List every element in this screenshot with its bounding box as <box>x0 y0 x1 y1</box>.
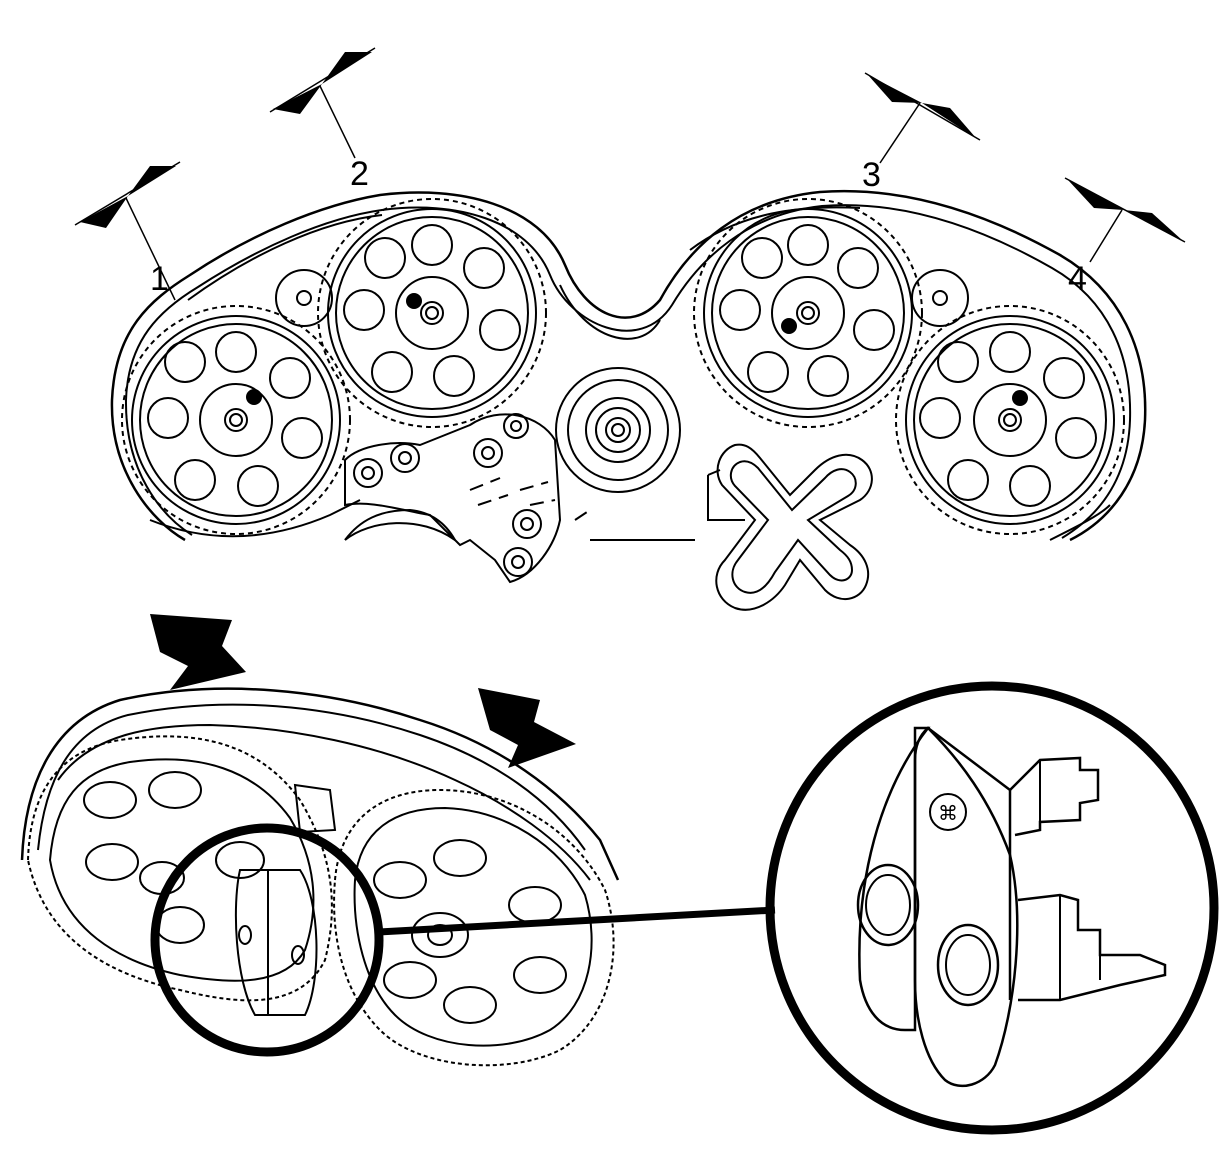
callout-label-2: 2 <box>350 155 369 193</box>
crank-sprocket-partial <box>344 508 456 541</box>
direction-arrow-right <box>478 688 576 768</box>
tensioner-bracket <box>344 413 695 584</box>
cam-sprocket-4 <box>895 305 1125 535</box>
detail-callout-small <box>150 823 384 1057</box>
detail-callout-large <box>765 681 1219 1135</box>
callout-3: 3 <box>862 72 981 194</box>
left-gear-teeth <box>26 735 333 1002</box>
detail-connector <box>377 906 776 936</box>
camshaft <box>293 783 337 834</box>
tool-logo <box>929 793 967 831</box>
cam-sprocket-1 <box>121 305 351 535</box>
right-gear-holes <box>373 839 567 1024</box>
left-gear-holes <box>83 771 265 944</box>
timing-mark-dot-2 <box>406 293 422 309</box>
callout-label-3: 3 <box>862 156 881 194</box>
cam-sprocket-3 <box>693 198 923 428</box>
perspective-view: ⌘ <box>20 614 1219 1135</box>
tensioner-pulley <box>555 367 681 493</box>
callout-label-4: 4 <box>1068 260 1087 298</box>
belt-inner-outline <box>124 204 1132 539</box>
callout-label-1: 1 <box>150 260 169 298</box>
cam-sprocket-2 <box>317 198 547 428</box>
belt-band-top <box>187 206 861 340</box>
timing-mark-dot-4 <box>1012 390 1028 406</box>
locking-tool-small <box>234 869 318 1016</box>
tool-logo-glyph: ⌘ <box>938 801 958 825</box>
belt-lower-left <box>149 499 361 538</box>
callout-2: 2 <box>269 47 376 193</box>
direction-arrow-left <box>150 614 246 690</box>
right-gear-teeth <box>333 788 615 1067</box>
locking-tool-detail: ⌘ <box>856 726 1167 1088</box>
timing-mark-dot-3 <box>781 318 797 334</box>
locking-tool-x <box>707 443 873 611</box>
belt-outer-outline <box>110 189 1147 542</box>
callout-1: 1 <box>74 161 181 301</box>
callout-4: 4 <box>1064 177 1186 298</box>
top-belt-view: 1 2 3 4 <box>74 47 1186 611</box>
idler-pulley-right <box>911 269 969 327</box>
timing-mark-dot-1 <box>246 389 262 405</box>
belt-perspective <box>20 687 620 881</box>
idler-pulley-left <box>275 269 333 327</box>
